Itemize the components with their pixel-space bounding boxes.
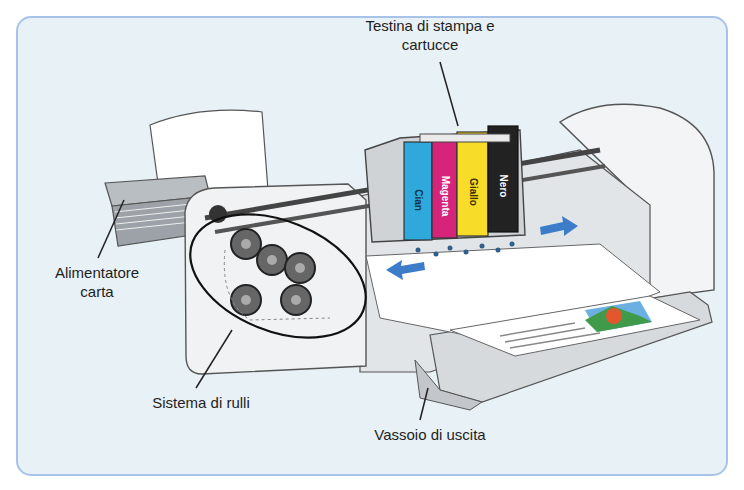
motion-arrows-part bbox=[386, 260, 425, 280]
print-head-part bbox=[432, 138, 457, 238]
print-head-part bbox=[404, 142, 432, 240]
leader-lines-part bbox=[420, 388, 428, 420]
leader-lines-part bbox=[98, 200, 124, 258]
ink-drops-part bbox=[416, 248, 421, 253]
cartridge-label: Nero bbox=[497, 175, 509, 198]
frame bbox=[17, 17, 727, 475]
paper-sheet bbox=[366, 244, 700, 356]
rollers-part bbox=[231, 285, 261, 315]
paper-sheet-part bbox=[606, 308, 622, 324]
rollers-part bbox=[285, 253, 315, 283]
cartridge-label: Cian bbox=[412, 189, 424, 211]
print-head-part bbox=[457, 132, 488, 236]
rollers-part bbox=[281, 285, 311, 315]
paper-sheet-part bbox=[500, 323, 575, 336]
printer-body bbox=[185, 104, 714, 410]
rollers-part bbox=[295, 263, 305, 273]
ink-drops-part bbox=[510, 242, 515, 247]
paper-sheet-part bbox=[585, 301, 652, 332]
ink-drops-part bbox=[434, 252, 439, 257]
cartridge-label: Giallo bbox=[467, 178, 479, 206]
rollers-part bbox=[241, 239, 251, 249]
frame-part bbox=[17, 17, 727, 475]
rollers bbox=[172, 191, 384, 362]
cartridge-label: Magenta bbox=[439, 176, 451, 217]
callout-label: Alimentatore carta bbox=[42, 263, 152, 301]
leader-lines-part bbox=[440, 62, 458, 126]
rollers-part bbox=[224, 250, 330, 320]
ink-drops-part bbox=[480, 244, 485, 249]
ink-drops-part bbox=[448, 246, 453, 251]
rollers-part bbox=[241, 295, 251, 305]
callout-label: Vassoio di uscita bbox=[350, 425, 510, 444]
rollers-part bbox=[231, 229, 261, 259]
leader-lines bbox=[98, 62, 458, 420]
paper-sheet-part bbox=[510, 333, 600, 348]
leader-lines-part bbox=[196, 330, 232, 388]
rollers-part bbox=[172, 191, 384, 362]
motion-arrows bbox=[386, 216, 578, 280]
callout-label: Sistema di rulli bbox=[126, 393, 276, 412]
paper-sheet-part bbox=[505, 328, 585, 342]
rollers-part bbox=[257, 245, 287, 275]
ink-drops-part bbox=[496, 248, 501, 253]
rollers-part bbox=[291, 295, 301, 305]
paper-sheet-part bbox=[450, 296, 700, 356]
ink-drops-part bbox=[464, 250, 469, 255]
callout-label: Testina di stampa e cartucce bbox=[360, 16, 500, 54]
print-head bbox=[365, 126, 525, 242]
ink-drops bbox=[416, 242, 515, 257]
motion-arrows-part bbox=[540, 216, 578, 236]
paper-sheet-part bbox=[585, 306, 652, 332]
print-head-part bbox=[420, 134, 510, 142]
rollers-part bbox=[267, 255, 277, 265]
